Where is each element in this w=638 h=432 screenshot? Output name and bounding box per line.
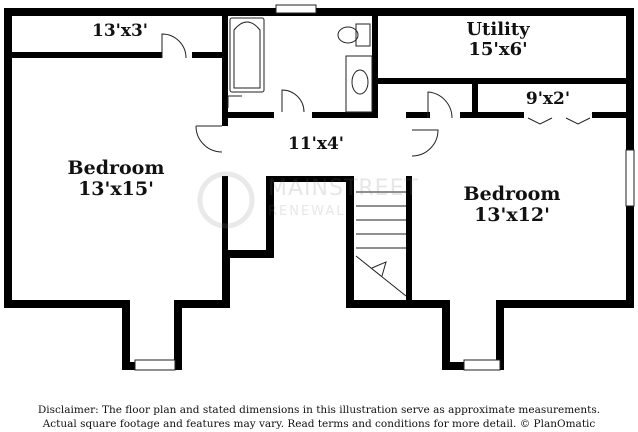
- closet-right-label: 9'x2': [508, 90, 588, 109]
- doors: [161, 33, 591, 157]
- bedroom-left-dims: 13'x15': [78, 177, 154, 200]
- utility-dims: 15'x6': [468, 38, 528, 60]
- watermark: MAINSTREET RENEWAL: [196, 170, 446, 230]
- watermark-line2: RENEWAL: [268, 204, 346, 219]
- bedroom-right-dims: 13'x12': [474, 203, 550, 226]
- hallway-label: 11'x4': [266, 135, 366, 154]
- bedroom-left-name: Bedroom: [67, 157, 165, 179]
- watermark-logo-icon: [197, 171, 255, 229]
- bedroom-right-name: Bedroom: [463, 183, 561, 205]
- utility-name: Utility: [466, 19, 530, 40]
- closet-top-left-dims: 13'x3': [91, 21, 149, 41]
- hallway-dims: 11'x4': [287, 134, 345, 154]
- bath-fixtures: [229, 17, 373, 113]
- disclaimer: Disclaimer: The floor plan and stated di…: [0, 403, 638, 431]
- windows: [134, 4, 635, 371]
- bedroom-left-label: Bedroom 13'x15': [56, 158, 176, 200]
- staircase: [355, 191, 407, 297]
- bedroom-right-label: Bedroom 13'x12': [452, 184, 572, 226]
- disclaimer-line1: Disclaimer: The floor plan and stated di…: [37, 404, 601, 416]
- disclaimer-line2: Actual square footage and features may v…: [42, 418, 596, 430]
- watermark-line1: MAINSTREET: [268, 176, 419, 201]
- sink: [345, 55, 373, 113]
- bathtub: [229, 17, 265, 93]
- toilet: [355, 23, 371, 47]
- walls: [4, 8, 634, 370]
- closet-right-dims: 9'x2': [525, 89, 571, 109]
- closet-top-left-label: 13'x3': [70, 22, 170, 41]
- utility-label: Utility 15'x6': [448, 20, 548, 60]
